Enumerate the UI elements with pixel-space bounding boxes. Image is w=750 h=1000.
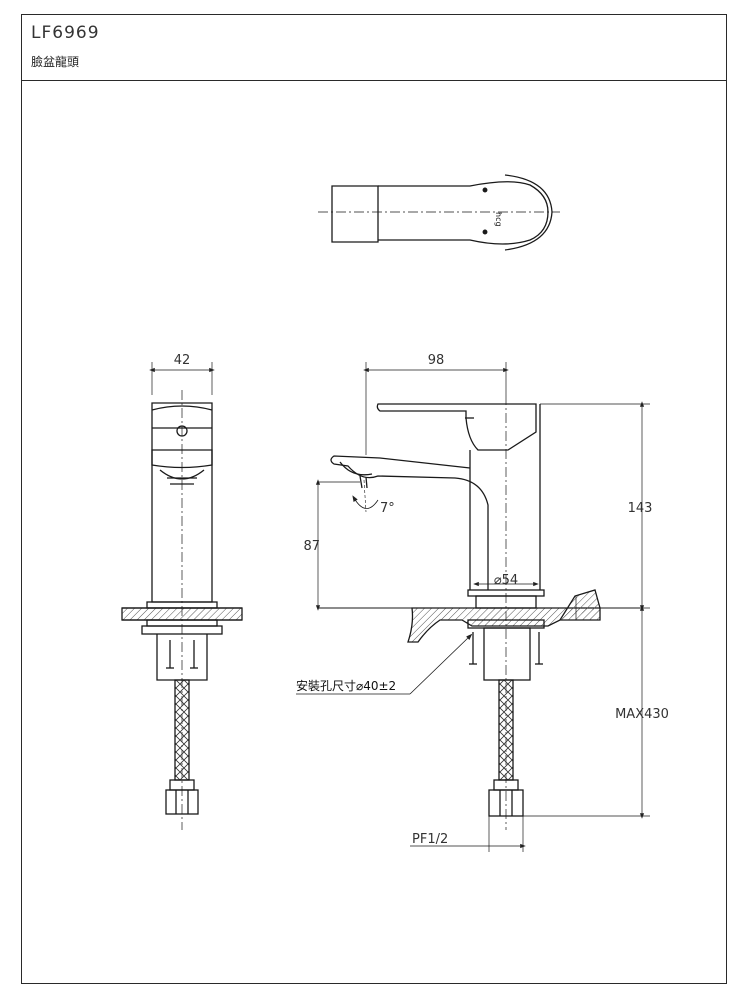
drawing-frame: LF6969 臉盆龍頭 <box>21 14 727 984</box>
dim-width-side: 42 <box>174 353 191 368</box>
side-view <box>121 362 243 830</box>
dim-height-total: 143 <box>628 501 653 516</box>
hole-size-note: 安裝孔尺寸⌀40±2 <box>296 678 396 693</box>
brand-mark-icon: hcg <box>494 212 503 227</box>
top-view: hcg <box>318 174 560 251</box>
dim-spout-reach: 98 <box>428 353 445 368</box>
front-view <box>296 362 650 852</box>
dim-base-diameter: ⌀54 <box>494 573 518 588</box>
connector-size: PF1/2 <box>412 832 448 847</box>
dim-max-length: MAX430 <box>615 707 669 722</box>
dim-spout-angle: 7° <box>380 501 395 516</box>
dim-spout-height: 87 <box>303 539 320 554</box>
model-number: LF6969 <box>31 23 100 43</box>
product-name: 臉盆龍頭 <box>31 55 80 69</box>
title-block: LF6969 臉盆龍頭 <box>22 15 726 81</box>
